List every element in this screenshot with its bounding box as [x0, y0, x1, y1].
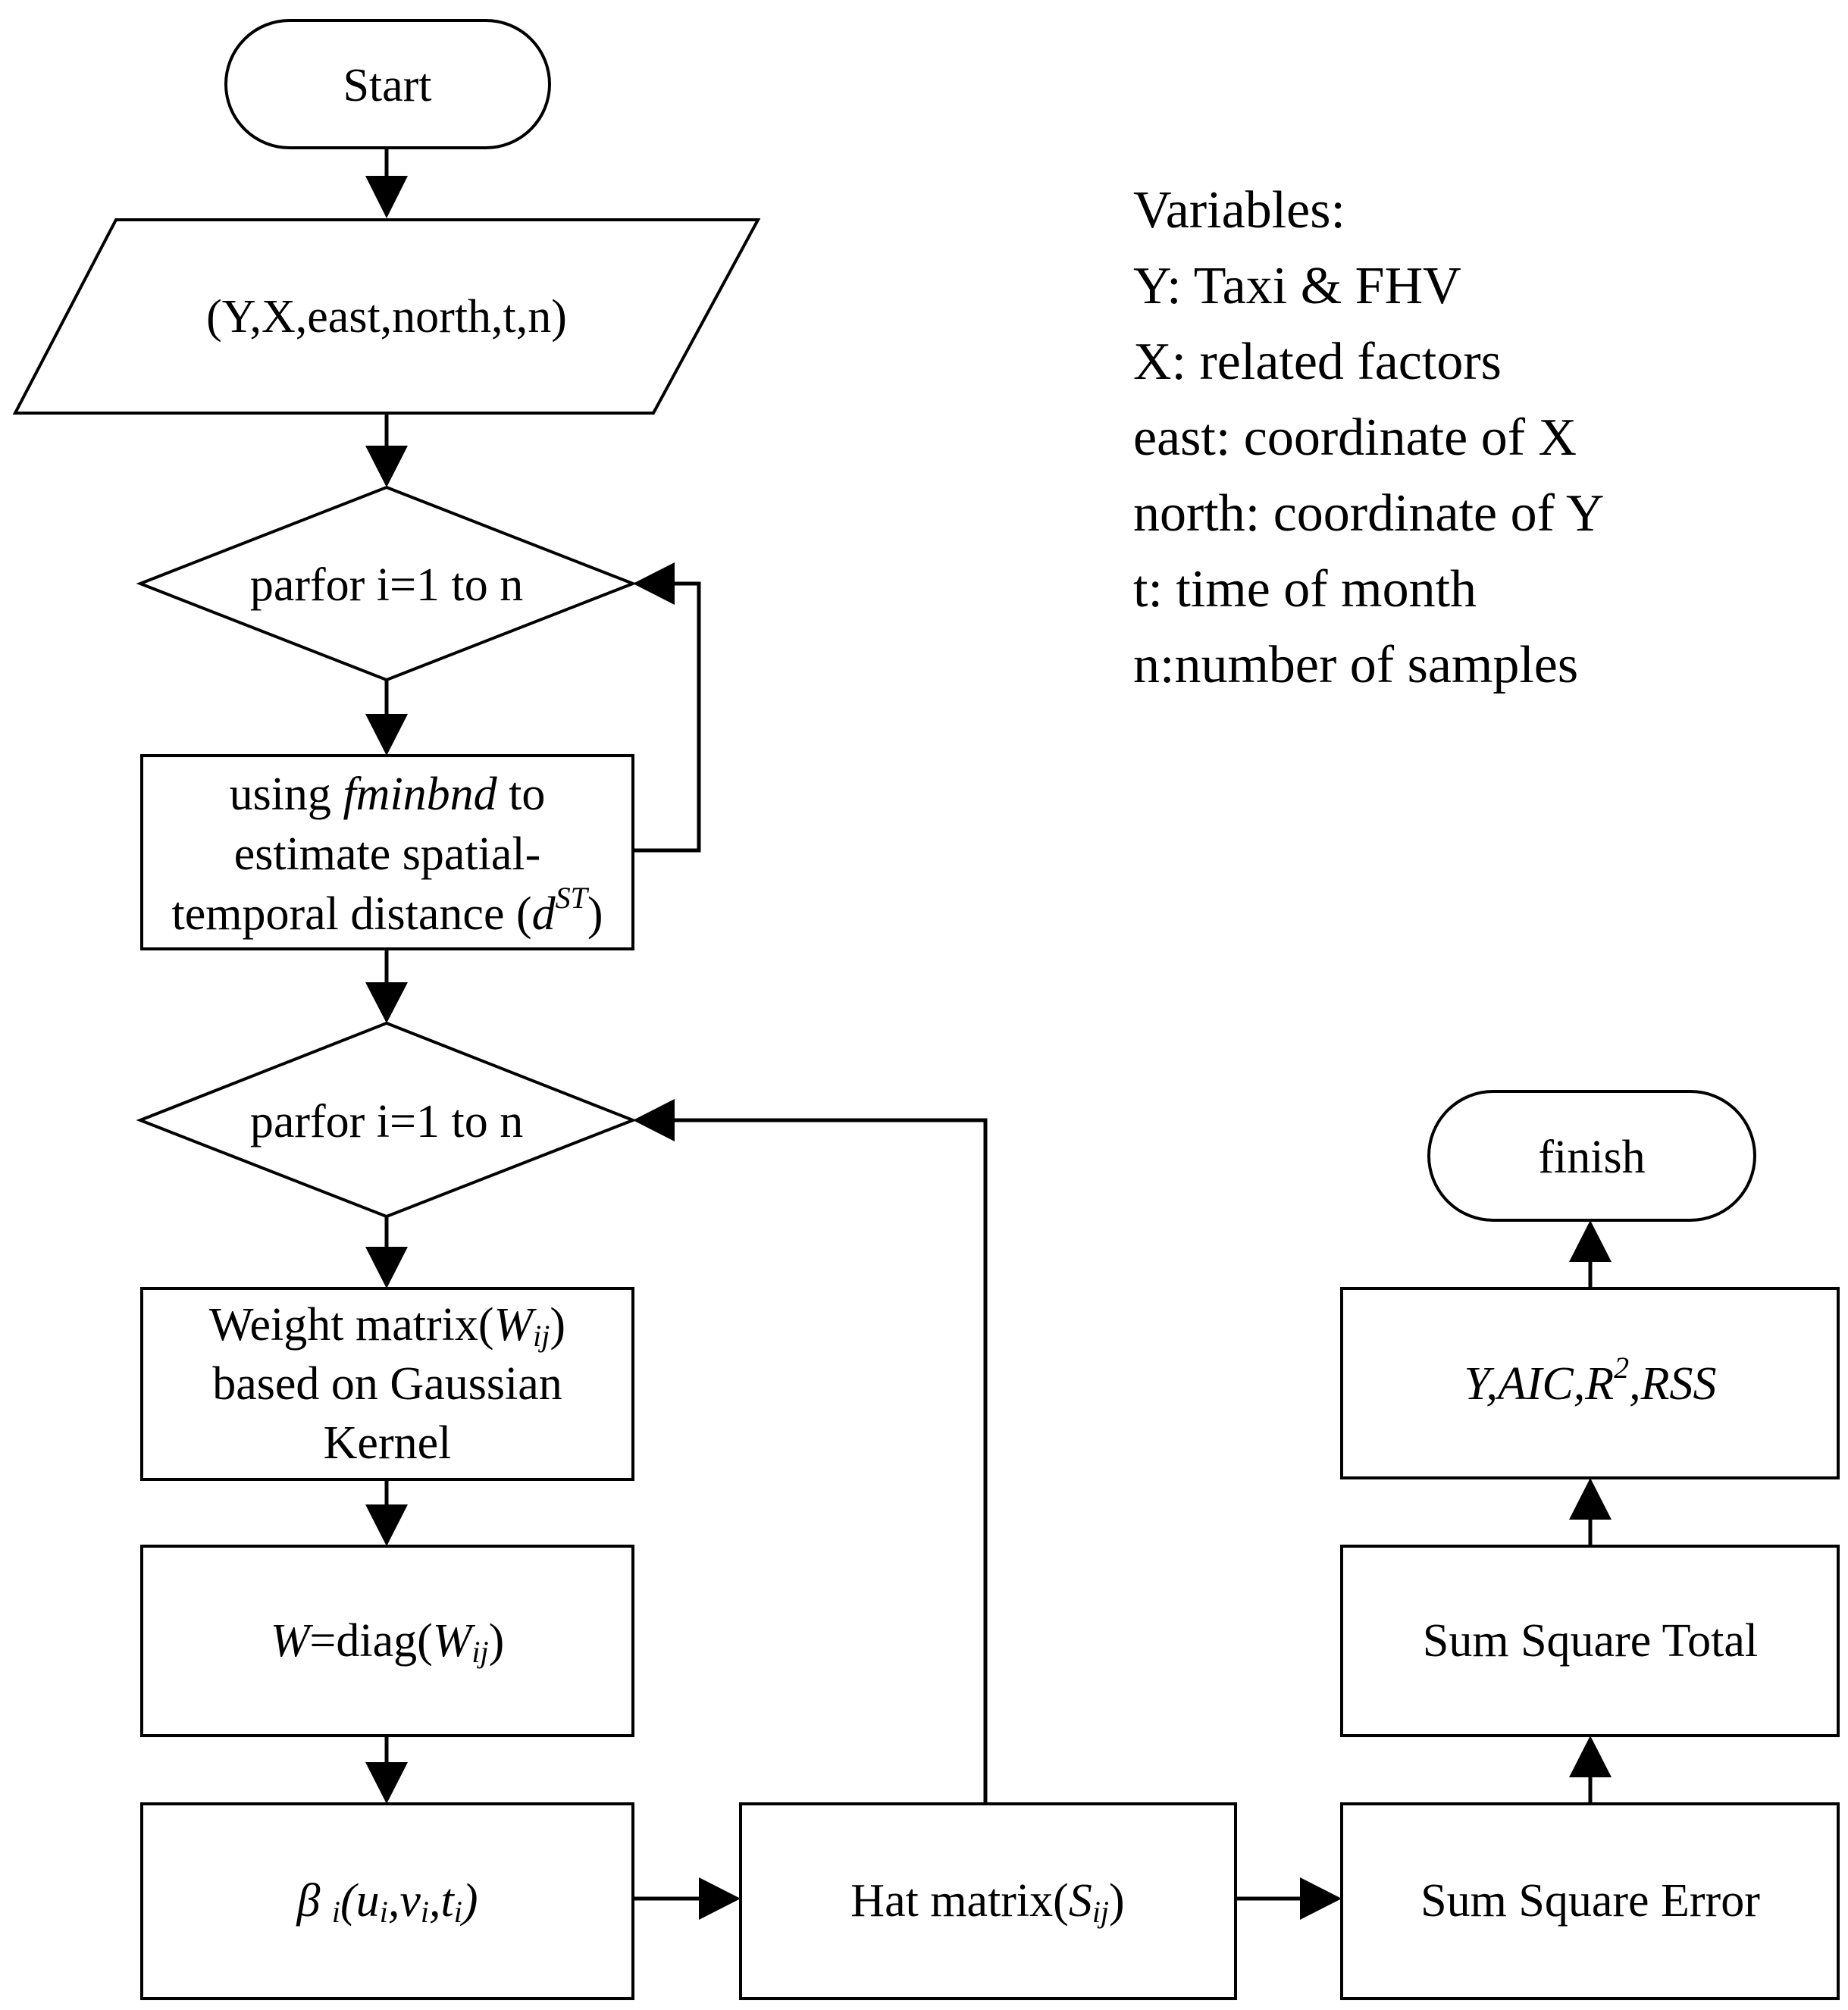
hat-box: Hat matrix(Sij)	[739, 1802, 1237, 2000]
estimate-box: using fminbnd to estimate spatial- tempo…	[140, 754, 634, 950]
loop2-label: parfor i=1 to n	[250, 1096, 523, 1147]
arrowhead	[365, 714, 408, 756]
weight-box: Weight matrix(Wij) based on Gaussian Ker…	[140, 1287, 634, 1481]
edge-hat-loop2	[675, 1118, 988, 1804]
arrowhead	[365, 1504, 408, 1546]
weight-line-3: Kernel	[324, 1417, 452, 1469]
variable-line: X: related factors	[1133, 333, 1502, 391]
outputs-label: Y,AIC,R2,RSS	[1464, 1351, 1717, 1410]
estimate-line-2: estimate spatial-	[234, 828, 541, 880]
sse-label: Sum Square Error	[1420, 1875, 1760, 1927]
weight-line-1: Weight matrix(Wij)	[209, 1299, 565, 1353]
arrowhead	[699, 1877, 741, 1920]
wdiag-label: W=diag(Wij)	[271, 1615, 505, 1669]
variable-line: Y: Taxi & FHV	[1133, 257, 1461, 315]
weight-line-2: based on Gaussian	[212, 1358, 562, 1410]
arrowhead	[1569, 1478, 1612, 1520]
variable-line: t: time of month	[1133, 560, 1477, 618]
arrowhead	[1300, 1877, 1342, 1920]
arrowhead	[365, 1762, 408, 1804]
finish-terminal: finish	[1427, 1090, 1756, 1222]
arrowhead	[633, 1099, 675, 1141]
variable-line: n:number of samples	[1133, 636, 1578, 694]
arrowhead	[365, 1247, 408, 1288]
arrowhead	[633, 562, 675, 605]
outputs-box: Y,AIC,R2,RSS	[1340, 1287, 1840, 1479]
variables-legend: Variables: Y: Taxi & FHV X: related fact…	[1133, 181, 1604, 694]
loop1-decision: parfor i=1 to n	[136, 485, 637, 682]
arrowhead	[365, 446, 408, 487]
sst-label: Sum Square Total	[1423, 1615, 1758, 1667]
estimate-line-3: temporal distance (dST)	[171, 881, 603, 941]
beta-label: β i(ui,vi,ti)	[296, 1875, 478, 1929]
input-label: (Y,X,east,north,t,n)	[206, 291, 567, 343]
arrowhead	[365, 982, 408, 1023]
input-parallelogram: (Y,X,east,north,t,n)	[12, 218, 761, 415]
edge-estimate-loopback	[633, 581, 701, 853]
wdiag-box: W=diag(Wij)	[140, 1545, 634, 1737]
hat-label: Hat matrix(Sij)	[850, 1875, 1124, 1929]
arrowhead	[365, 176, 408, 218]
loop2-decision: parfor i=1 to n	[136, 1021, 637, 1219]
beta-box: β i(ui,vi,ti)	[140, 1802, 634, 2000]
sst-box: Sum Square Total	[1340, 1545, 1840, 1737]
variable-line: east: coordinate of X	[1133, 409, 1577, 467]
connectors	[365, 148, 1612, 1920]
start-label: Start	[343, 60, 431, 111]
variables-heading: Variables:	[1133, 181, 1345, 240]
loop1-label: parfor i=1 to n	[250, 559, 523, 611]
sse-box: Sum Square Error	[1340, 1802, 1840, 2000]
arrowhead	[1569, 1736, 1612, 1777]
start-terminal: Start	[224, 19, 551, 149]
finish-label: finish	[1538, 1132, 1645, 1183]
estimate-line-1: using fminbnd to	[230, 769, 546, 820]
variable-line: north: coordinate of Y	[1133, 484, 1604, 543]
arrowhead	[1569, 1220, 1612, 1262]
